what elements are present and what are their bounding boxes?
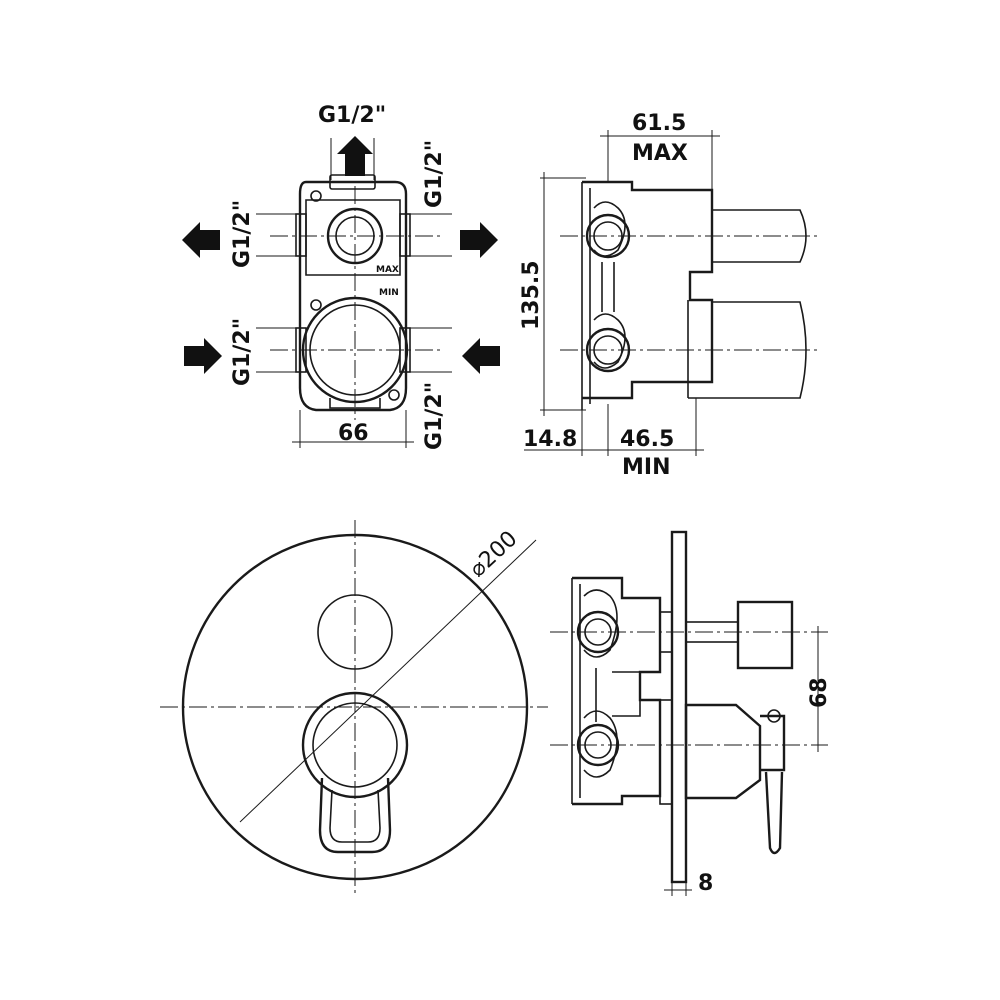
lever-handle [318, 777, 392, 854]
dim-depth-min-label: MIN [622, 455, 671, 480]
side-dims [524, 130, 720, 456]
dim-spacing-68: 68 [807, 677, 832, 708]
port-label-left-upper: G1/2" [230, 200, 255, 268]
dim-depth-max-value: 61.5 [632, 111, 686, 136]
arrow-up-icon [337, 136, 373, 176]
port-arrows [182, 136, 500, 374]
port-label-right-lower: G1/2" [422, 382, 447, 450]
plate-side [670, 530, 688, 884]
dim-66 [292, 410, 414, 448]
dim-width-66: 66 [338, 421, 369, 446]
arrow-in-left-icon [184, 338, 222, 374]
lever-base [301, 691, 409, 799]
port-label-right-upper: G1/2" [422, 140, 447, 208]
arrow-right-icon [460, 222, 498, 258]
dim-diameter-200: ⌀200 [465, 526, 522, 582]
arrow-in-right-icon [462, 338, 500, 374]
max-mark: MAX [376, 265, 399, 275]
diverter-knob [317, 594, 393, 670]
dim-depth-max-label: MAX [632, 141, 688, 166]
arrow-left-icon [182, 222, 220, 258]
port-label-top: G1/2" [318, 103, 386, 128]
min-mark: MIN [379, 288, 399, 298]
dim-depth-min-value: 46.5 [620, 427, 674, 452]
assembly-dims [664, 626, 819, 896]
body-outline [298, 180, 408, 412]
side-view-body [560, 180, 820, 410]
lever-side [760, 714, 786, 772]
diverter-knob-side [736, 600, 794, 670]
dim-offset-14-8: 14.8 [523, 427, 577, 452]
dim-thickness-8: 8 [698, 871, 713, 896]
port-label-left-lower: G1/2" [230, 318, 255, 386]
dim-height-135-5: 135.5 [519, 260, 544, 330]
front-view-body: MAX MIN [256, 138, 452, 420]
round-plate-front [160, 520, 548, 895]
assembly-side [550, 530, 828, 884]
